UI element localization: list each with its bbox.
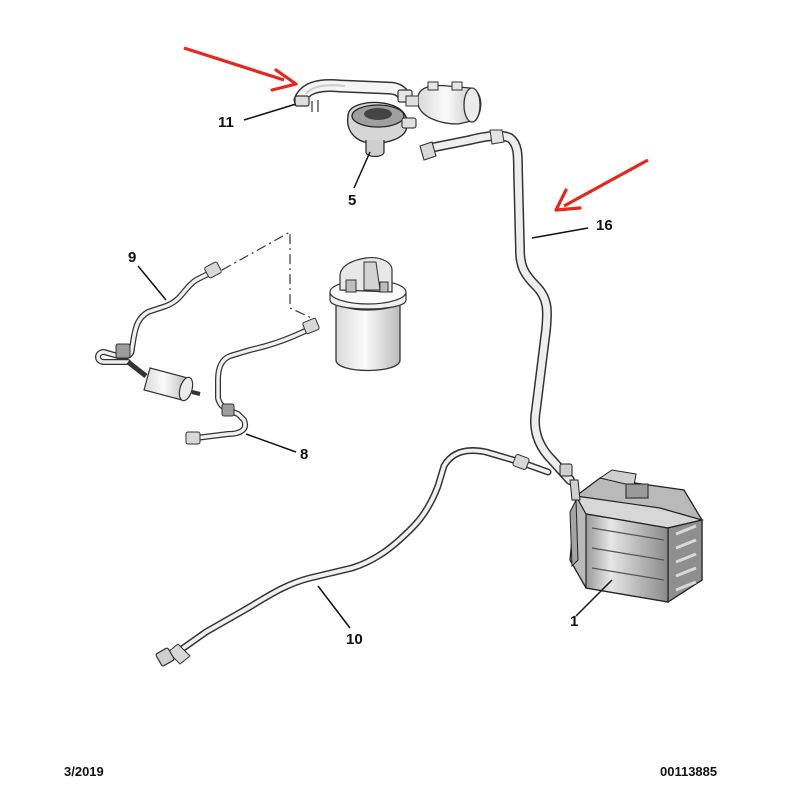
leader-10 xyxy=(317,585,351,629)
leader-11 xyxy=(243,103,297,121)
hose-11 xyxy=(293,79,413,112)
leader-1 xyxy=(575,579,613,617)
callout-9: 9 xyxy=(128,249,137,266)
footer-reference: 00113885 xyxy=(660,764,718,779)
pipe-9 xyxy=(95,261,222,365)
red-arrow-icon xyxy=(554,158,649,212)
leader-9 xyxy=(137,265,167,301)
leader-lines xyxy=(137,103,613,629)
pipe-8 xyxy=(185,317,320,445)
pipe-10 xyxy=(155,447,552,667)
red-arrow-icon xyxy=(183,46,298,92)
callout-5: 5 xyxy=(348,192,357,209)
phantom-connection-line xyxy=(221,230,317,321)
callout-1: 1 xyxy=(570,613,579,630)
fuel-filter-housing xyxy=(329,257,407,372)
leader-5 xyxy=(353,151,371,189)
callout-11: 11 xyxy=(218,114,234,131)
leader-8 xyxy=(245,433,297,453)
leader-16 xyxy=(531,227,589,239)
valve-5 xyxy=(346,101,417,158)
callout-16: 16 xyxy=(596,217,613,234)
solenoid-valve xyxy=(405,81,482,125)
callout-10: 10 xyxy=(346,631,363,648)
callout-8: 8 xyxy=(300,446,309,463)
footer-date: 3/2019 xyxy=(64,764,104,779)
pipe-16 xyxy=(419,129,575,485)
carbon-canister xyxy=(559,463,705,604)
inline-filter xyxy=(126,360,201,402)
